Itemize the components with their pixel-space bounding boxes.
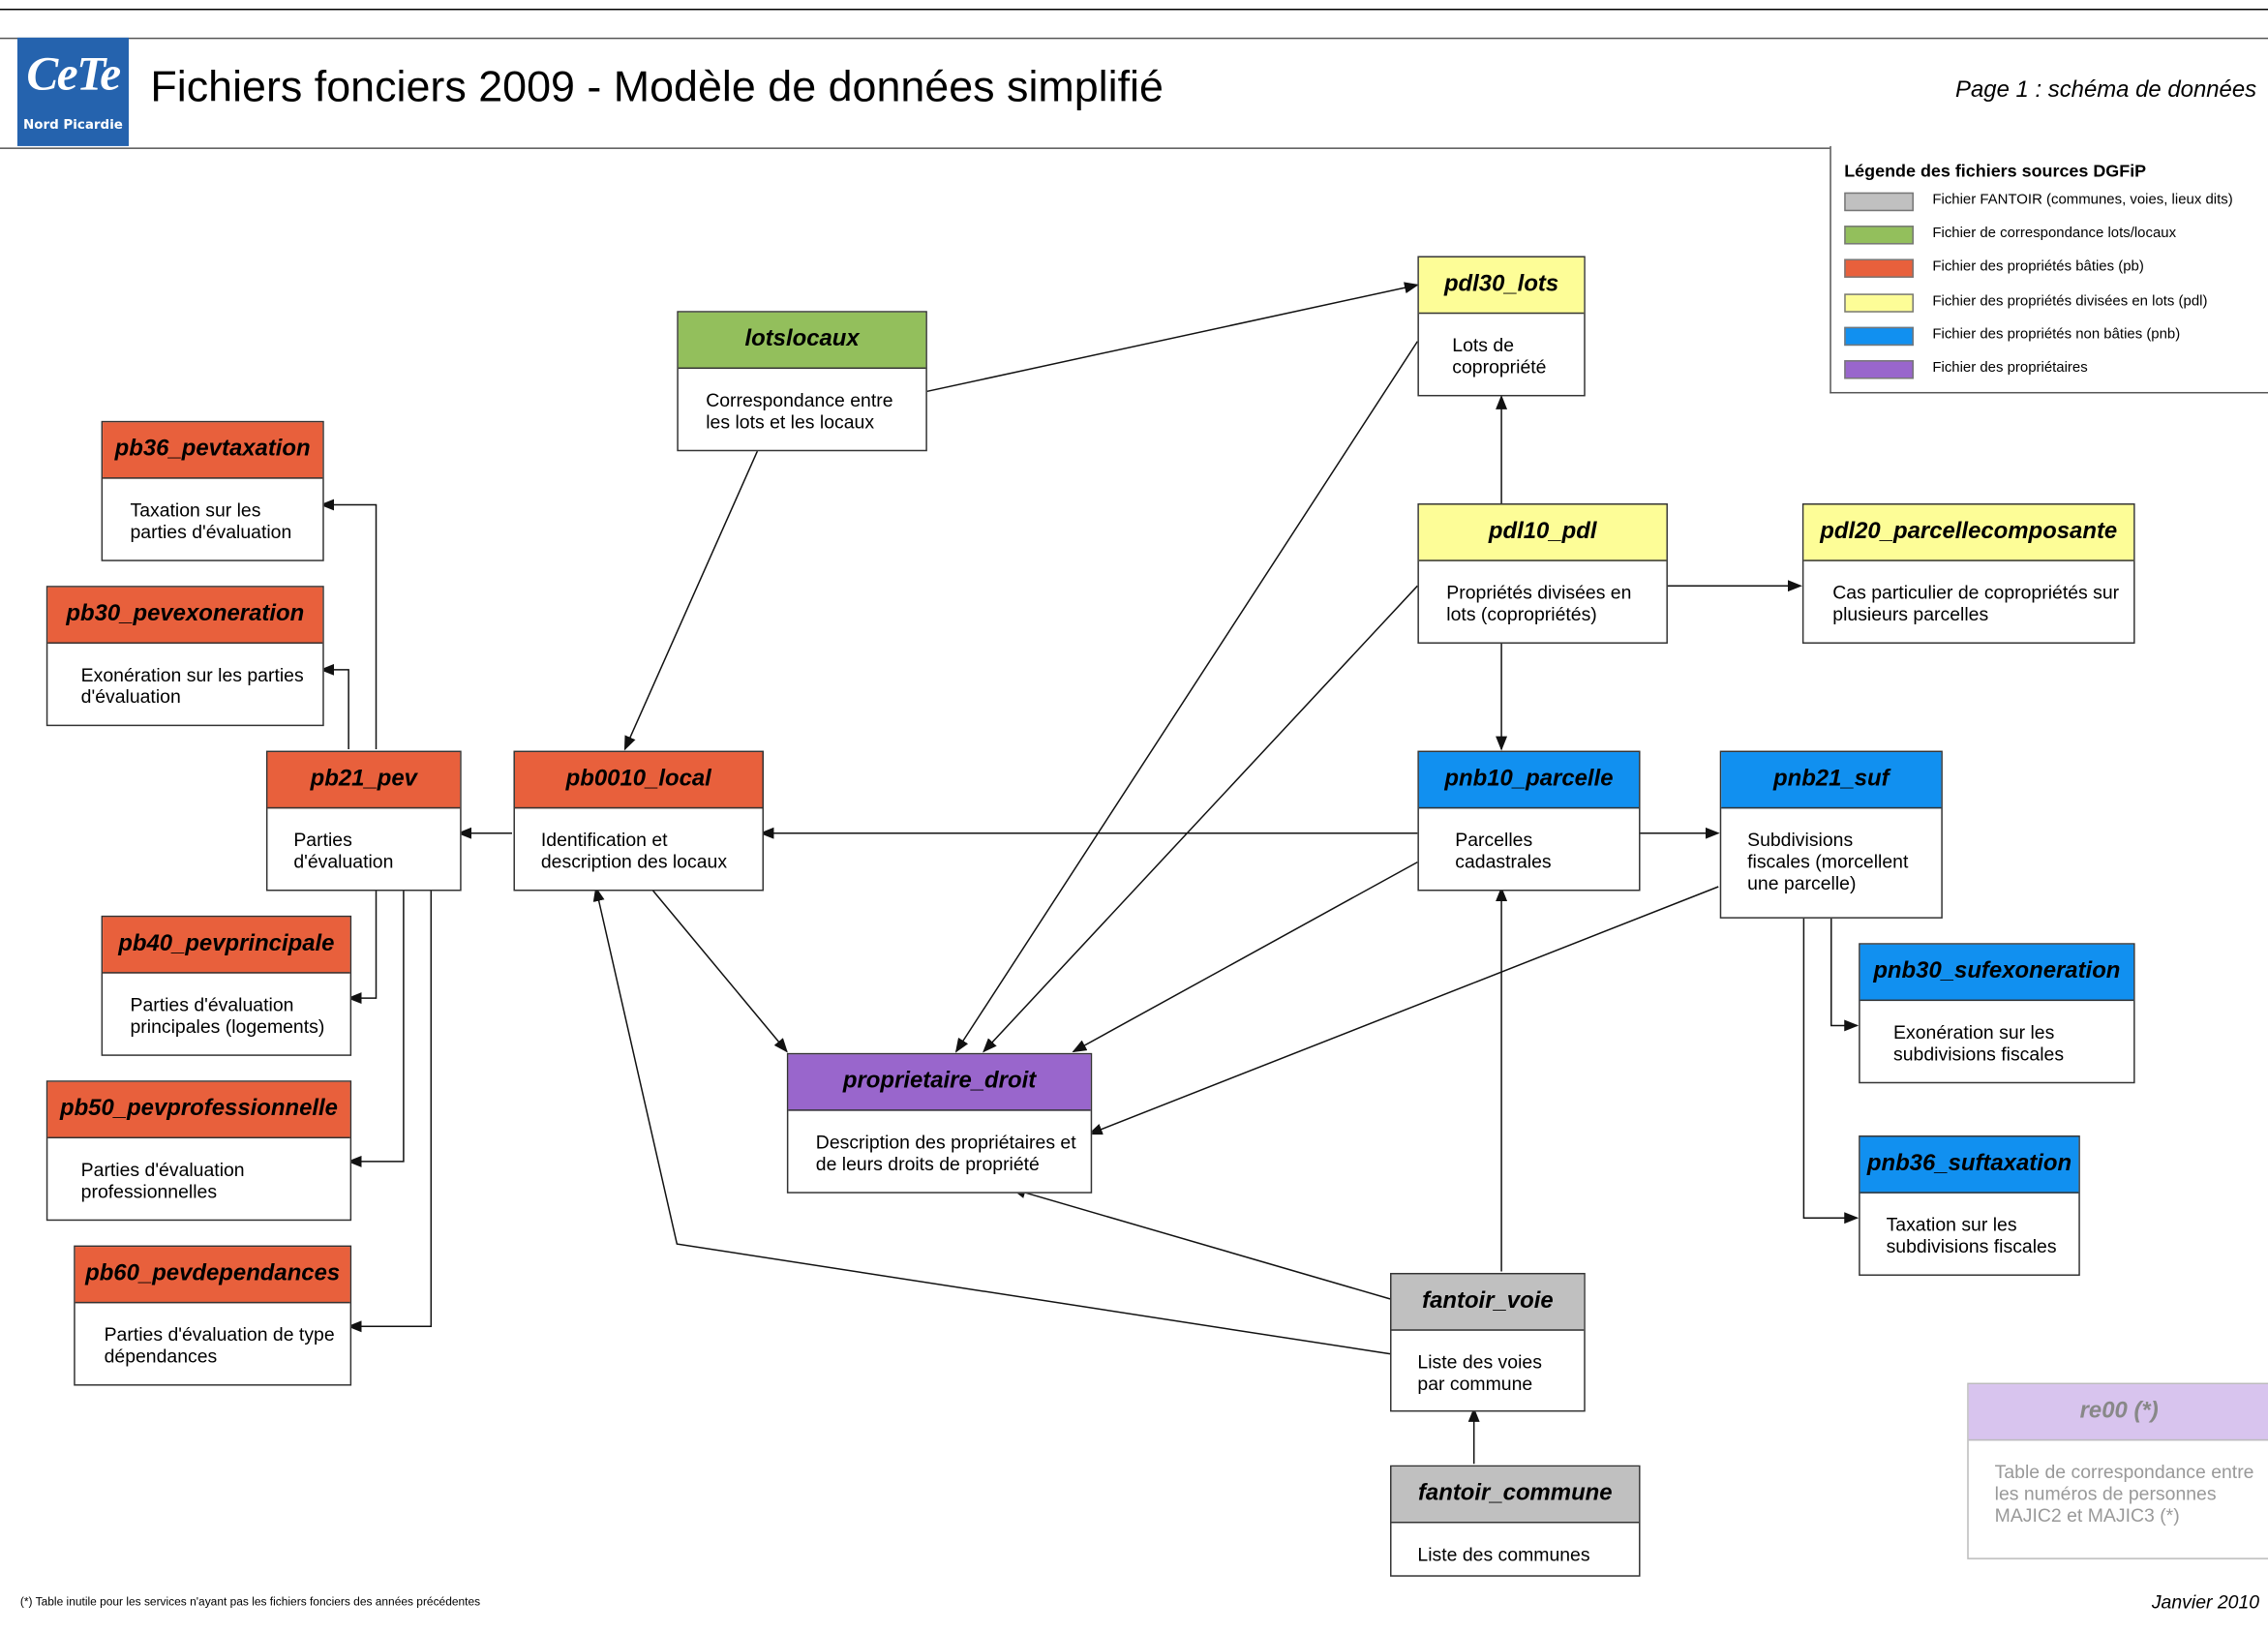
entity-title: pb21_pev bbox=[267, 752, 461, 809]
legend-title: Légende des fichiers sources DGFiP bbox=[1844, 160, 2147, 181]
arrow-pdl10-to-proprietaire bbox=[983, 585, 1418, 1053]
legend-label: Fichier des propriétés divisées en lots … bbox=[1932, 293, 2208, 310]
legend-swatch bbox=[1844, 293, 1914, 313]
arrow-fantoir-voie-to-proprietaire bbox=[1011, 1187, 1391, 1300]
entity-description: Liste des voies par commune bbox=[1417, 1350, 1542, 1395]
arrow-pb21-to-pb60 bbox=[347, 888, 433, 1333]
legend-swatch bbox=[1844, 192, 1914, 212]
entity-description: Exonération sur les subdivisions fiscale… bbox=[1893, 1020, 2065, 1065]
entity-description: Subdivisions fiscales (morcellent une pa… bbox=[1747, 829, 1909, 894]
entity-re00[interactable]: re00 (*) Table de correspondance entre l… bbox=[1967, 1382, 2268, 1559]
entity-title: re00 (*) bbox=[1968, 1384, 2268, 1441]
legend-label: Fichier des propriétaires bbox=[1932, 360, 2088, 377]
entity-description: Correspondance entre les lots et les loc… bbox=[706, 388, 893, 433]
entity-description: Propriétés divisées en lots (copropriété… bbox=[1446, 581, 1632, 625]
legend-label: Fichier FANTOIR (communes, voies, lieux … bbox=[1932, 192, 2233, 209]
arrow-pb0010-to-proprietaire bbox=[650, 888, 788, 1053]
entity-fantoir-voie[interactable]: fantoir_voie Liste des voies par commune bbox=[1390, 1272, 1586, 1412]
entity-title: pnb21_suf bbox=[1721, 752, 1942, 809]
entity-pb40-pevprincipale[interactable]: pb40_pevprincipale Parties d'évaluation … bbox=[101, 915, 352, 1056]
entity-pb50-pevprofessionnelle[interactable]: pb50_pevprofessionnelle Parties d'évalua… bbox=[45, 1080, 352, 1222]
entity-title: pdl30_lots bbox=[1418, 257, 1585, 315]
entity-title: pnb36_suftaxation bbox=[1860, 1136, 2079, 1194]
entity-pb36-pevtaxation[interactable]: pb36_pevtaxation Taxation sur les partie… bbox=[101, 420, 324, 561]
entity-pb30-pevexoneration[interactable]: pb30_pevexoneration Exonération sur les … bbox=[45, 586, 324, 727]
entity-description: Parties d'évaluation professionnelles bbox=[80, 1158, 245, 1202]
arrow-pdl30-to-proprietaire bbox=[954, 341, 1419, 1053]
entity-title: pb0010_local bbox=[514, 752, 763, 809]
cete-logo: CeTe Nord Picardie bbox=[16, 37, 129, 146]
entity-proprietaire-droit[interactable]: proprietaire_droit Description des propr… bbox=[786, 1052, 1093, 1194]
top-rule bbox=[0, 8, 2268, 11]
entity-title: fantoir_commune bbox=[1391, 1467, 1640, 1524]
arrow-pnb21-to-pnb36 bbox=[1802, 915, 1860, 1225]
arrow-pnb21-to-proprietaire bbox=[1087, 886, 1719, 1135]
page-info: Page 1 : schéma de données bbox=[1955, 77, 2257, 104]
entity-title: pb40_pevprincipale bbox=[103, 917, 350, 974]
entity-pnb36-suftaxation[interactable]: pnb36_suftaxation Taxation sur les subdi… bbox=[1859, 1135, 2080, 1276]
entity-title: pb30_pevexoneration bbox=[47, 587, 323, 644]
entity-title: fantoir_voie bbox=[1391, 1274, 1585, 1331]
arrow-pb21-to-pb40 bbox=[347, 888, 378, 1005]
logo-subtext: Nord Picardie bbox=[22, 118, 123, 134]
entity-title: lotslocaux bbox=[678, 312, 926, 370]
arrow-pb21-to-pb50 bbox=[347, 888, 405, 1167]
arrow-lotslocaux-to-pdl30 bbox=[923, 282, 1419, 393]
entity-title: pdl20_parcellecomposante bbox=[1803, 504, 2134, 561]
header-band bbox=[0, 37, 2268, 149]
legend-swatch bbox=[1844, 360, 1914, 379]
entity-title: proprietaire_droit bbox=[788, 1054, 1091, 1111]
entity-pdl20-parcellecomposante[interactable]: pdl20_parcellecomposante Cas particulier… bbox=[1801, 503, 2135, 644]
entity-description: Description des propriétaires et de leur… bbox=[815, 1131, 1076, 1175]
entity-pdl10-pdl[interactable]: pdl10_pdl Propriétés divisées en lots (c… bbox=[1417, 503, 1668, 644]
entity-description: Liste des communes bbox=[1417, 1543, 1590, 1565]
entity-title: pb60_pevdependances bbox=[75, 1247, 350, 1304]
entity-description: Lots de copropriété bbox=[1452, 334, 1547, 378]
arrow-pb21-to-pb30 bbox=[319, 663, 349, 750]
entity-description: Taxation sur les subdivisions fiscales bbox=[1886, 1213, 2057, 1257]
entity-description: Identification et description des locaux bbox=[540, 829, 728, 873]
entity-description: Parties d'évaluation principales (logeme… bbox=[130, 993, 325, 1038]
entity-description: Table de correspondance entre les numéro… bbox=[1994, 1461, 2254, 1527]
entity-title: pb36_pevtaxation bbox=[103, 422, 323, 479]
entity-description: Exonération sur les parties d'évaluation bbox=[80, 663, 304, 708]
arrow-pnb21-to-pnb30 bbox=[1830, 915, 1860, 1032]
entity-fantoir-commune[interactable]: fantoir_commune Liste des communes bbox=[1390, 1465, 1641, 1577]
arrow-pnb10-to-proprietaire bbox=[1072, 861, 1418, 1053]
legend-swatch bbox=[1844, 326, 1914, 347]
entity-pb0010-local[interactable]: pb0010_local Identification et descripti… bbox=[513, 750, 764, 892]
entity-pdl30-lots[interactable]: pdl30_lots Lots de copropriété bbox=[1417, 256, 1586, 397]
entity-title: pnb10_parcelle bbox=[1418, 752, 1640, 809]
entity-title: pdl10_pdl bbox=[1418, 504, 1667, 561]
legend: Légende des fichiers sources DGFiP Fichi… bbox=[1830, 145, 2268, 394]
entity-pnb10-parcelle[interactable]: pnb10_parcelle Parcelles cadastrales bbox=[1417, 750, 1641, 892]
entity-lotslocaux[interactable]: lotslocaux Correspondance entre les lots… bbox=[677, 311, 927, 452]
entity-description: Parties d'évaluation de type dépendances bbox=[104, 1323, 335, 1368]
entity-description: Parcelles cadastrales bbox=[1455, 829, 1552, 873]
legend-label: Fichier des propriétés bâties (pb) bbox=[1932, 258, 2144, 275]
legend-swatch bbox=[1844, 258, 1914, 278]
logo-text: CeTe bbox=[26, 48, 121, 102]
entity-description: Taxation sur les parties d'évaluation bbox=[130, 499, 292, 543]
entity-pnb30-sufexoneration[interactable]: pnb30_sufexoneration Exonération sur les… bbox=[1859, 943, 2135, 1084]
entity-pnb21-suf[interactable]: pnb21_suf Subdivisions fiscales (morcell… bbox=[1719, 750, 1943, 919]
legend-label: Fichier de correspondance lots/locaux bbox=[1932, 226, 2177, 242]
footnote: (*) Table inutile pour les services n'ay… bbox=[19, 1595, 481, 1609]
entity-description: Parties d'évaluation bbox=[293, 829, 394, 873]
entity-title: pb50_pevprofessionnelle bbox=[47, 1081, 350, 1139]
date-label: Janvier 2010 bbox=[2151, 1590, 2260, 1614]
arrow-pb21-to-pb36 bbox=[319, 499, 378, 750]
arrow-lotslocaux-to-pb0010 bbox=[623, 449, 759, 751]
arrow-fantoir-voie-to-pb0010 bbox=[592, 887, 1391, 1355]
entity-description: Cas particulier de copropriétés sur plus… bbox=[1832, 581, 2120, 625]
legend-label: Fichier des propriétés non bâties (pnb) bbox=[1932, 326, 2181, 344]
entity-pb60-pevdependances[interactable]: pb60_pevdependances Parties d'évaluation… bbox=[74, 1245, 352, 1386]
entity-title: pnb30_sufexoneration bbox=[1860, 944, 2134, 1002]
entity-pb21-pev[interactable]: pb21_pev Parties d'évaluation bbox=[265, 750, 462, 892]
legend-swatch bbox=[1844, 226, 1914, 245]
page-title: Fichiers fonciers 2009 - Modèle de donné… bbox=[150, 63, 1164, 112]
